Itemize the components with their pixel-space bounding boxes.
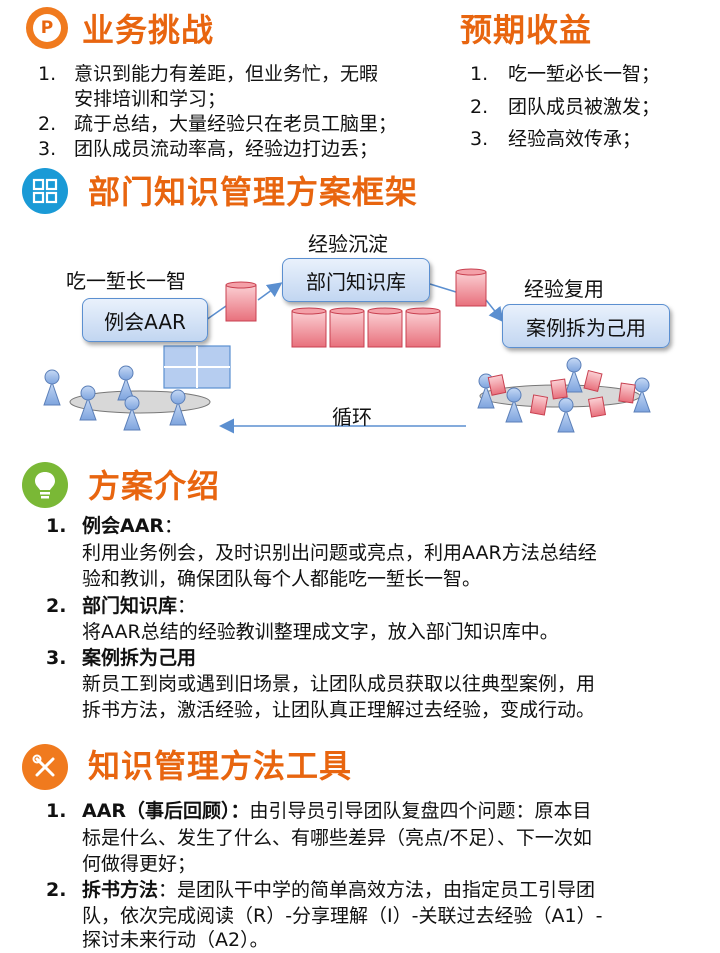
library-papers (291, 307, 441, 348)
intro-item-1-head: 例会AAR： (82, 514, 183, 539)
benefit-num-2: 2. (470, 96, 489, 118)
benefits-title: 预期收益 (460, 11, 593, 49)
tools-item-2-line-1: 队，依次完成阅读（R）-分享理解（I）-关联过去经验（A1）- (82, 905, 603, 927)
box-meeting-aar: 例会AAR (82, 298, 208, 342)
bulb-icon (22, 462, 68, 508)
intro-num-2: 2. (46, 595, 67, 617)
meeting-group-left (43, 365, 211, 431)
label-reuse: 经验复用 (524, 277, 604, 301)
intro-item-3-line-1: 新员工到岗或遇到旧场景，让团队成员获取以往典型案例，用 (82, 673, 596, 695)
benefit-num-3: 3. (470, 128, 489, 150)
challenge-item-1-line-1: 意识到能力有差距，但业务忙，无暇 (74, 63, 379, 85)
benefit-item-1: 吃一堑必长一智； (508, 63, 661, 85)
intro-item-3-line-2: 拆书方法，激活经验，让团队真正理解过去经验，变成行动。 (82, 699, 596, 721)
intro-item-1-suffix: ： (164, 515, 184, 537)
intro-item-2-line-1: 将AAR总结的经验教训整理成文字，放入部门知识库中。 (82, 621, 559, 643)
intro-item-2-heading: 部门知识库 (82, 595, 178, 617)
tools-item-1-line-2: 何做得更好； (82, 853, 197, 875)
meeting-group-right (477, 357, 651, 433)
intro-num-3: 3. (46, 647, 67, 669)
intro-item-1-heading: 例会AAR (82, 515, 165, 537)
framework-grid-icon (22, 168, 68, 214)
tools-icon (22, 744, 68, 790)
scroll-paper-right (455, 268, 487, 307)
label-learn: 吃一堑长一智 (66, 269, 186, 293)
tools-item-2-head: 拆书方法：是团队干中学的简单高效方法，由指定员工引导团 (82, 878, 595, 903)
label-settle: 经验沉淀 (308, 232, 388, 256)
intro-item-2-head: 部门知识库： (82, 594, 196, 619)
intro-item-2-suffix: ： (177, 595, 197, 617)
challenges-title: 业务挑战 (82, 11, 215, 49)
challenge-item-3: 团队成员流动率高，经验边打边丢； (74, 138, 379, 160)
benefit-item-2: 团队成员被激发； (508, 96, 661, 118)
intro-title: 方案介绍 (88, 467, 221, 505)
tools-item-1-first: 由引导员引导团队复盘四个问题：原本目 (249, 800, 592, 822)
intro-item-1-line-2: 验和教训，确保团队每个人都能吃一堑长一智。 (82, 568, 482, 590)
tools-num-1: 1. (46, 800, 67, 822)
challenge-num-3: 3. (38, 138, 57, 160)
box-case-reuse: 案例拆为己用 (502, 304, 670, 348)
tools-item-2-heading: 拆书方法 (82, 879, 159, 901)
box-knowledge-library: 部门知识库 (282, 258, 430, 302)
benefit-num-1: 1. (470, 63, 489, 85)
intro-item-1-line-1: 利用业务例会，及时识别出问题或亮点，利用AAR方法总结经 (82, 542, 597, 564)
intro-item-3-heading: 案例拆为己用 (82, 647, 197, 669)
arrow-meeting-to-paper (205, 305, 227, 321)
challenge-num-2: 2. (38, 113, 57, 135)
intro-num-1: 1. (46, 515, 67, 537)
tools-item-2-first: ：是团队干中学的简单高效方法，由指定员工引导团 (158, 879, 596, 901)
tools-item-2-line-2: 探讨未来行动（A2）。 (82, 929, 269, 951)
arrow-library-to-paper (429, 283, 457, 293)
benefit-item-3: 经验高效传承； (508, 128, 642, 150)
scroll-paper-left (225, 281, 257, 322)
challenge-item-1-line-2: 安排培训和学习； (74, 88, 227, 110)
tools-item-1-head: AAR（事后回顾）：由引导员引导团队复盘四个问题：原本目 (82, 799, 592, 824)
arrow-to-cases (485, 299, 504, 323)
tools-num-2: 2. (46, 879, 67, 901)
arrow-to-library (257, 282, 283, 301)
tools-item-1-line-1: 标是什么、发生了什么、有哪些差异（亮点/不足）、下一次如 (82, 827, 592, 849)
challenge-num-1: 1. (38, 63, 57, 85)
tools-title: 知识管理方法工具 (88, 747, 353, 785)
framework-title: 部门知识管理方案框架 (88, 173, 419, 211)
challenge-item-2: 疏于总结，大量经验只在老员工脑里； (74, 113, 398, 135)
tools-item-1-heading: AAR（事后回顾）： (82, 800, 250, 822)
challenge-icon: P (26, 7, 68, 49)
label-cycle: 循环 (332, 405, 372, 429)
whiteboard (163, 345, 231, 389)
